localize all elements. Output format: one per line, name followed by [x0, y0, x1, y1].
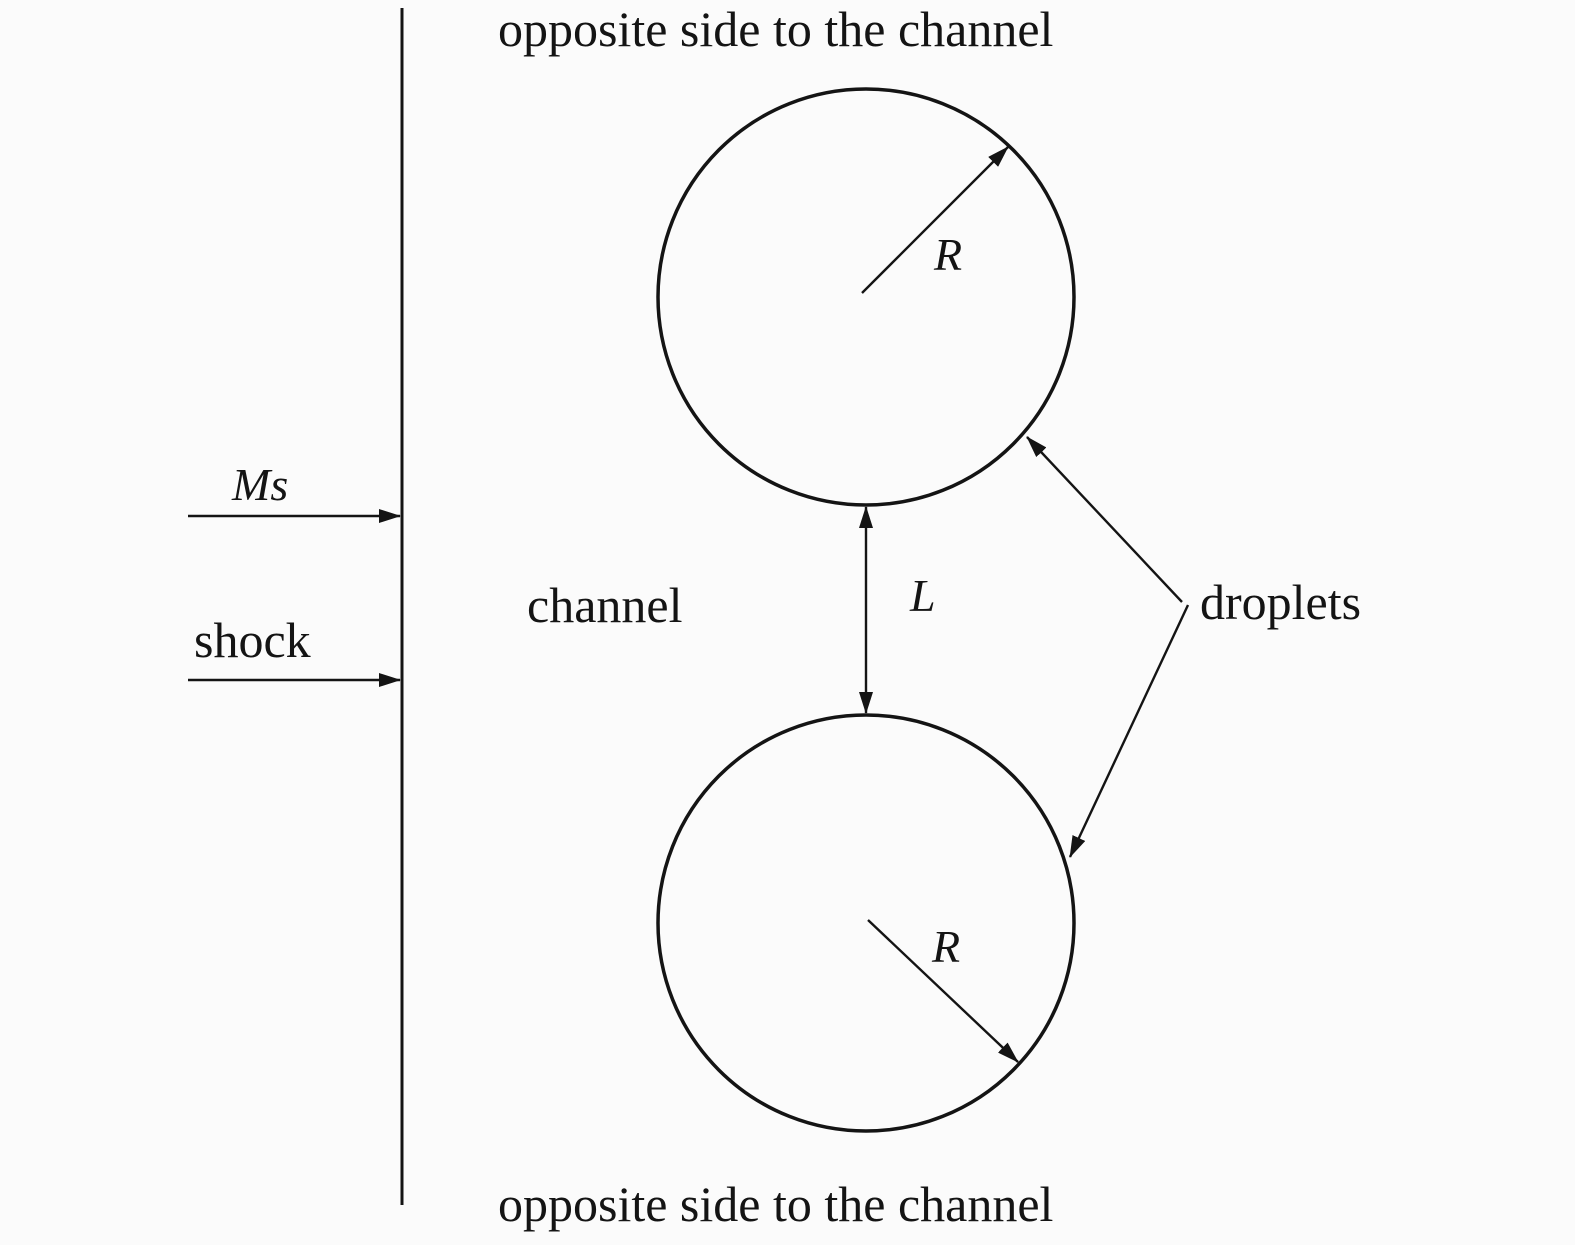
bottom-region-label: opposite side to the channel	[498, 1176, 1053, 1232]
bottom-radius-arrow	[867, 919, 1019, 1063]
bottom-radius-symbol: R	[931, 921, 960, 972]
droplets-leader-to-top	[1026, 436, 1183, 603]
mach-symbol: Ms	[231, 459, 288, 510]
droplets-label: droplets	[1200, 574, 1361, 630]
top-droplet-circle	[656, 87, 1076, 507]
top-region-label: opposite side to the channel	[498, 1, 1053, 57]
distance-symbol: L	[909, 570, 936, 621]
droplets-leader-to-bottom	[1068, 604, 1190, 858]
bottom-droplet-circle	[656, 713, 1076, 1133]
shock-label: shock	[194, 612, 311, 668]
top-radius-arrow	[861, 146, 1009, 294]
channel-label: channel	[527, 577, 682, 633]
top-radius-symbol: R	[933, 229, 962, 280]
